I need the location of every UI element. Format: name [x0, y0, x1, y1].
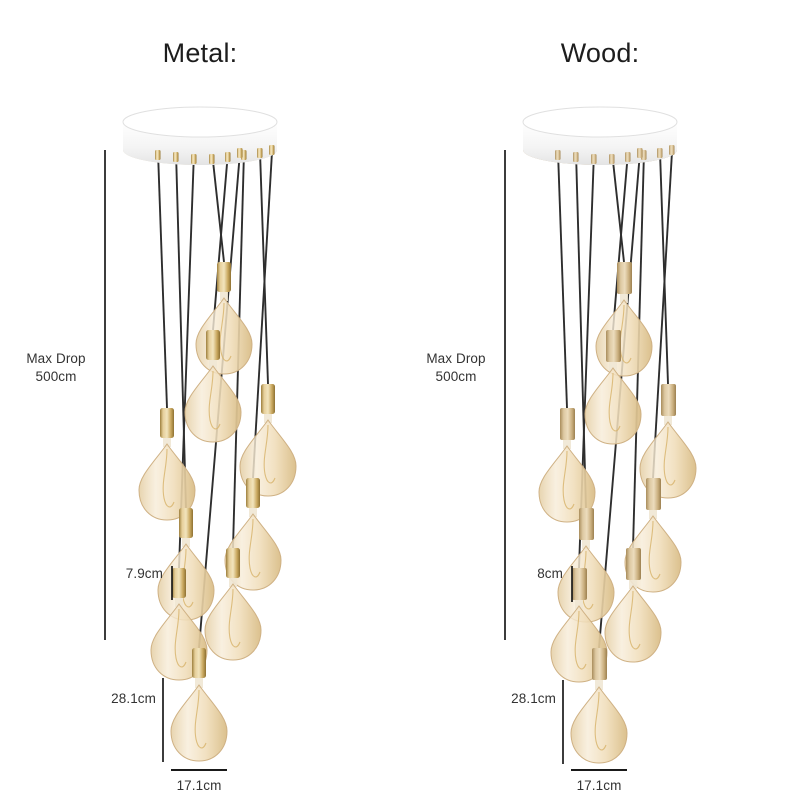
diagram-stage-wood: Max Drop 500cm 8cm 28.1cm 17.1cm: [400, 0, 800, 800]
pendant-group-metal: [138, 262, 297, 762]
pendant-cluster-diagram-wood: [504, 106, 697, 771]
dimension-label-bulb-width: 17.1cm: [176, 778, 222, 793]
pendant: [184, 330, 242, 443]
pendant-group-wood: [538, 262, 697, 764]
pendant: [604, 548, 662, 663]
cable-grip-group: [155, 145, 275, 164]
pendant-cluster-diagram-metal: [104, 106, 297, 771]
panel-metal: Metal:: [26, 38, 297, 793]
pendant: [138, 408, 196, 521]
panel-wood: Wood:: [400, 0, 800, 800]
dimension-label-max-drop: Max Drop 500cm: [426, 351, 486, 385]
pendant: [595, 262, 653, 377]
ceiling-rose-wood: [522, 106, 678, 165]
cable-grip-group: [555, 145, 675, 164]
dimension-label-holder-height: 8cm: [537, 566, 563, 581]
pendant-measured: [570, 648, 628, 764]
ceiling-rose-metal: [122, 106, 278, 165]
dimension-label-bulb-height: 28.1cm: [511, 691, 556, 706]
dimension-label-max-drop: Max Drop 500cm: [26, 351, 86, 385]
pendant: [538, 408, 596, 523]
panel-title-metal: Metal:: [162, 38, 238, 68]
pendant: [584, 330, 642, 445]
diagram-stage-metal: Max Drop 500cm 7.9cm 28.1cm 17.1cm: [26, 106, 297, 793]
dimension-label-holder-height: 7.9cm: [125, 566, 163, 581]
dimension-label-bulb-width: 17.1cm: [576, 778, 622, 793]
pendant: [239, 384, 297, 497]
pendant-measured: [170, 648, 228, 762]
dimension-label-bulb-height: 28.1cm: [111, 691, 156, 706]
panel-title-wood: Wood:: [560, 38, 640, 68]
pendant: [195, 262, 253, 375]
pendant: [204, 548, 262, 661]
